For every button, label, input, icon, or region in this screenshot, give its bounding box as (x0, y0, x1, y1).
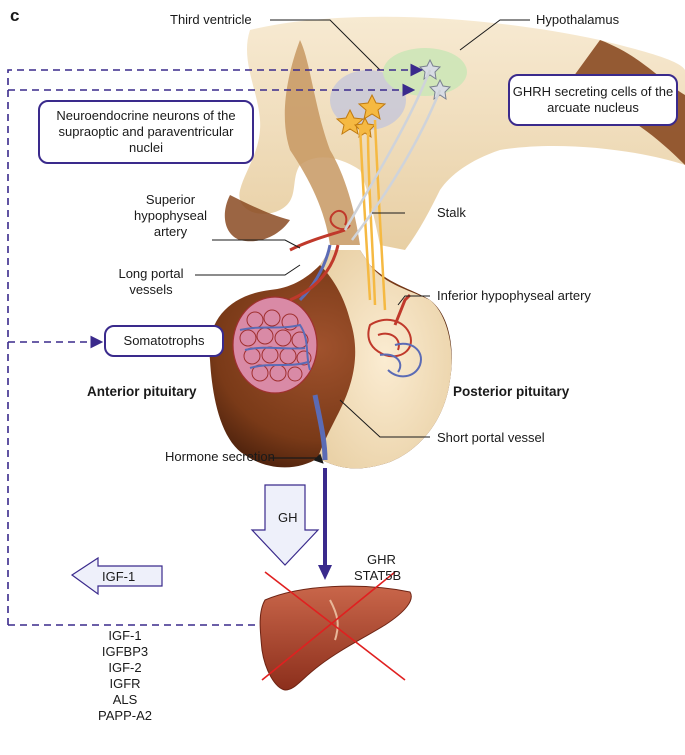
box-neuroendocrine: Neuroendocrine neurons of the supraoptic… (38, 100, 254, 164)
leader-lines (195, 19, 530, 438)
posterior-capillaries (367, 293, 422, 378)
liver-product-item: IGF-1 (108, 628, 142, 643)
panel-letter: c (10, 6, 20, 25)
label-hypothalamus: Hypothalamus (536, 12, 620, 27)
label-superior-artery-text: Superior hypophyseal artery (134, 192, 207, 239)
liver-product-item: ALS (112, 692, 138, 707)
label-inferior-artery: Inferior hypophyseal artery (437, 288, 591, 303)
label-long-portal-text: Long portal vessels (118, 266, 184, 297)
label-hormone-secretion: Hormone secretion (165, 449, 275, 464)
gh-delivery-arrow (318, 468, 332, 580)
label-posterior-pituitary: Posterior pituitary (453, 384, 570, 399)
igf1-arrow-icon (70, 556, 163, 596)
gh-arrow-icon (250, 484, 320, 566)
ghrh-axons (343, 69, 442, 241)
box-ghrh-cells: GHRH secreting cells of the arcuate nucl… (508, 74, 678, 126)
label-superior-artery: Superior hypophyseal artery (128, 192, 213, 240)
feedback-lines (7, 63, 424, 626)
label-stat5b: STAT5B (354, 568, 402, 583)
liver-product-item: IGF-2 (108, 660, 142, 675)
label-ghr: GHR (367, 552, 396, 567)
somatotroph-cluster (232, 296, 318, 394)
label-third-ventricle: Third ventricle (170, 12, 252, 27)
label-long-portal: Long portal vessels (110, 266, 192, 298)
liver-product-item: PAPP-A2 (98, 708, 152, 723)
box-somatotrophs: Somatotrophs (104, 325, 224, 357)
portal-vessels (289, 209, 351, 461)
liver-product-item: IGFR (109, 676, 141, 691)
red-cross-icon (261, 571, 406, 681)
label-igf1-arrow: IGF-1 (102, 569, 136, 584)
label-short-portal: Short portal vessel (437, 430, 545, 445)
liver-product-item: IGFBP3 (101, 644, 149, 659)
label-anterior-pituitary: Anterior pituitary (87, 384, 197, 399)
pituitary-gland (209, 69, 452, 469)
liver-icon (259, 585, 412, 691)
label-gh: GH (278, 510, 298, 525)
box-ghrh-cells-text: GHRH secreting cells of the arcuate nucl… (512, 84, 674, 115)
neuroendocrine-neurons (335, 93, 387, 139)
hormone-secretion-arrow (270, 453, 324, 464)
box-somatotrophs-text: Somatotrophs (123, 333, 205, 348)
label-stalk: Stalk (437, 205, 466, 220)
liver-products-list: IGF-1 IGFBP3 IGF-2 IGFR ALS PAPP-A2 (70, 628, 180, 724)
box-neuroendocrine-text: Neuroendocrine neurons of the supraoptic… (56, 108, 236, 155)
